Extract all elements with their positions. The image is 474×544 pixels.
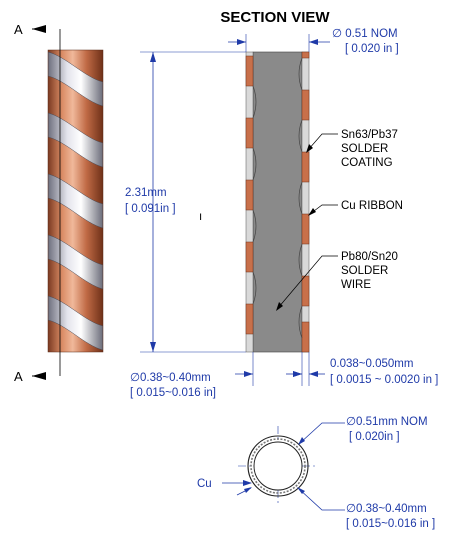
xsec-outer-mm: ∅0.51mm NOM	[346, 416, 428, 428]
cu-ribbon-left	[245, 303, 254, 335]
core-dia-mm: ∅0.38~0.40mm	[130, 372, 211, 384]
section-view	[245, 51, 310, 353]
xsec-inner-mm: ∅0.38~0.40mm	[346, 503, 427, 515]
length-dimension: 2.31mm [ 0.091in ]	[125, 51, 246, 353]
solder-helix-band	[48, 0, 103, 45]
solder-meniscus	[298, 119, 303, 153]
cu-ribbon-left	[245, 241, 254, 273]
outer-nom-in: [ 0.020 in ]	[345, 43, 399, 55]
cu-ribbon-label: Cu RIBBON	[341, 200, 403, 212]
inner-circle	[253, 441, 303, 491]
solder-meniscus	[252, 85, 257, 119]
wire-label-3: WIRE	[341, 279, 371, 291]
wire-label-1: Pb80/Sn20	[341, 251, 398, 263]
cu-ribbon-right	[301, 275, 310, 307]
solder-meniscus	[252, 209, 257, 243]
outer-nom-mm: ∅ 0.51 NOM	[332, 28, 398, 40]
solder-helix-band	[48, 357, 103, 411]
section-line-a-a: A A	[14, 22, 61, 384]
callout-solder-coating: Sn63/Pb37 SOLDER COATING	[306, 129, 398, 169]
cu-ribbon-right	[301, 51, 310, 59]
cu-ribbon-sections	[245, 51, 310, 353]
solder-meniscus	[252, 147, 257, 181]
xsec-cu-label: Cu	[197, 478, 212, 490]
outer-nom-dimension: ∅ 0.51 NOM [ 0.020 in ]	[228, 28, 399, 55]
solder-menisci	[252, 57, 303, 339]
stray-mark: ı	[199, 211, 202, 223]
xsec-inner-in: [ 0.015~0.016 in ]	[346, 518, 435, 530]
core-diameter-dimension: ∅0.38~0.40mm [ 0.015~0.016 in]	[130, 352, 303, 399]
cu-ribbon-left	[245, 179, 254, 211]
cu-ribbon-left	[245, 55, 254, 87]
section-marker-top: A	[14, 22, 23, 37]
coating-label-3: COATING	[341, 157, 393, 169]
cu-ribbon-left	[245, 117, 254, 149]
cu-ribbon-right	[301, 321, 310, 353]
length-dim-in: [ 0.091in ]	[125, 203, 176, 215]
solder-meniscus	[298, 243, 303, 277]
section-view-title: SECTION VIEW	[220, 9, 330, 26]
coating-label-2: SOLDER	[341, 143, 388, 155]
cu-ribbon-right	[301, 213, 310, 245]
ribbon-thk-mm: 0.038~0.050mm	[330, 358, 413, 370]
solder-meniscus	[298, 305, 303, 339]
core-dia-in: [ 0.015~0.016 in]	[130, 387, 216, 399]
ribbon-thk-in: [ 0.0015 ~ 0.0020 in ]	[330, 374, 438, 386]
solder-meniscus	[298, 181, 303, 215]
solder-meniscus	[252, 271, 257, 305]
solder-meniscus	[298, 57, 303, 91]
xsec-outer-in: [ 0.020in ]	[349, 431, 400, 443]
cu-ribbon-right	[301, 89, 310, 121]
ribbon-thickness-dimension: 0.038~0.050mm [ 0.0015 ~ 0.0020 in ]	[286, 352, 438, 386]
callout-solder-wire: Pb80/Sn20 SOLDER WIRE	[276, 251, 398, 311]
cu-ribbon-right	[301, 151, 310, 183]
cu-ring	[250, 438, 306, 494]
callout-cu-ribbon: Cu RIBBON	[308, 200, 403, 216]
length-dim-mm: 2.31mm	[125, 187, 167, 199]
section-marker-bottom: A	[14, 369, 23, 384]
wire-3d-illustration	[47, 0, 104, 411]
outer-circle	[247, 435, 309, 497]
wire-label-2: SOLDER	[341, 265, 388, 277]
coating-label-1: Sn63/Pb37	[341, 129, 398, 141]
cross-section-view: ∅0.51mm NOM [ 0.020in ] Cu ∅0.38~0.40mm …	[197, 416, 435, 530]
